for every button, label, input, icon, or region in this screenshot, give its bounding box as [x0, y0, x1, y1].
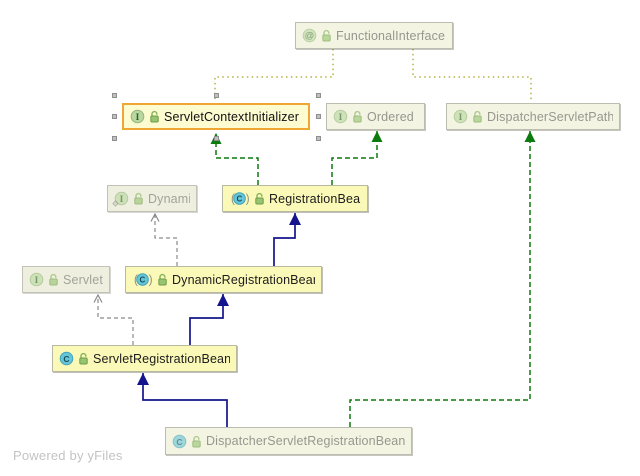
class-name-label: FunctionalInterface: [336, 28, 446, 43]
selection-handle[interactable]: [213, 92, 219, 98]
class-node-servlet-context-initializer[interactable]: I ServletContextInitializer: [122, 103, 310, 130]
public-lock-icon: [352, 110, 363, 123]
class-icon: C: [172, 434, 187, 449]
annotation-edge-functional-interface--dispatcher-servlet-path[interactable]: [412, 49, 532, 101]
svg-text:(: (: [231, 194, 235, 206]
selection-handle[interactable]: [111, 92, 117, 98]
class-node-ordered[interactable]: I Ordered: [326, 103, 425, 130]
svg-text:I: I: [120, 195, 124, 205]
svg-text:I: I: [339, 113, 343, 123]
svg-text:C: C: [140, 276, 146, 285]
public-lock-icon: [321, 29, 332, 42]
svg-text:C: C: [176, 436, 182, 446]
public-lock-icon: [149, 110, 160, 123]
svg-text:C: C: [63, 354, 69, 364]
yfiles-watermark: Powered by yFiles: [13, 448, 123, 463]
svg-text:C: C: [237, 195, 243, 204]
class-node-servlet[interactable]: I Servlet: [22, 266, 110, 293]
public-lock-icon: [157, 273, 168, 286]
class-name-label: DynamicRegistrationBean: [172, 272, 315, 287]
selection-handle[interactable]: [315, 135, 321, 141]
svg-text:I: I: [459, 113, 463, 123]
interface-icon: I: [453, 109, 468, 124]
public-lock-icon: [472, 110, 483, 123]
library-implements-edge-dynamic-registration-bean--dynamic[interactable]: [150, 212, 178, 266]
selection-handle[interactable]: [111, 114, 117, 119]
class-name-label: Dynamic: [148, 191, 190, 206]
svg-text:): ): [246, 194, 250, 206]
svg-text:): ): [149, 275, 153, 287]
extends-edge-dynamic-registration-bean--registration-bean[interactable]: [273, 213, 301, 266]
interface-icon: I: [333, 109, 348, 124]
class-node-functional-interface[interactable]: @ FunctionalInterface: [295, 22, 453, 49]
implements-edge-dispatcher-servlet-registration-bean--dispatcher-servlet-path[interactable]: [349, 131, 536, 427]
class-icon: C: [59, 351, 74, 366]
selection-handle[interactable]: [315, 114, 321, 119]
class-node-dynamic[interactable]: I Dynamic: [107, 185, 197, 212]
class-name-label: DispatcherServletPath: [487, 109, 613, 124]
extends-edge-servlet-registration-bean--dynamic-registration-bean[interactable]: [189, 294, 229, 345]
public-lock-icon: [48, 273, 59, 286]
selection-handle[interactable]: [315, 92, 321, 98]
interface-icon: I: [112, 191, 129, 207]
class-node-dispatcher-servlet-path[interactable]: I DispatcherServletPath: [446, 103, 620, 130]
selection-handle[interactable]: [111, 135, 117, 141]
class-name-label: DispatcherServletRegistrationBean: [206, 434, 405, 448]
class-name-label: RegistrationBean: [269, 191, 361, 206]
public-lock-icon: [254, 192, 265, 205]
class-node-servlet-registration-bean[interactable]: C ServletRegistrationBean: [52, 345, 237, 372]
public-lock-icon: [133, 192, 144, 205]
svg-text:(: (: [134, 275, 138, 287]
extends-edge-dispatcher-servlet-registration-bean--servlet-registration-bean[interactable]: [137, 373, 228, 427]
class-name-label: Ordered: [367, 109, 414, 124]
implements-edge-registration-bean--servlet-context-initializer[interactable]: [210, 133, 259, 185]
svg-text:@: @: [305, 31, 315, 42]
interface-icon: I: [130, 109, 145, 124]
class-node-dispatcher-servlet-registration-bean[interactable]: C DispatcherServletRegistrationBean: [165, 427, 412, 455]
svg-text:I: I: [35, 276, 39, 286]
class-name-label: Servlet: [63, 272, 103, 287]
class-node-dynamic-registration-bean[interactable]: (C) DynamicRegistrationBean: [125, 266, 322, 293]
public-lock-icon: [78, 352, 89, 365]
svg-text:I: I: [136, 113, 140, 123]
abstract-class-icon: (C): [229, 191, 250, 206]
annotation-edge-functional-interface--servlet-context-initializer[interactable]: [214, 49, 334, 100]
class-name-label: ServletRegistrationBean: [93, 351, 230, 366]
library-implements-edge-servlet-registration-bean--servlet[interactable]: [93, 293, 134, 345]
class-node-registration-bean[interactable]: (C) RegistrationBean: [222, 185, 368, 212]
class-name-label: ServletContextInitializer: [164, 109, 300, 124]
annotation-icon: @: [302, 28, 317, 43]
abstract-class-icon: (C): [132, 272, 153, 287]
interface-icon: I: [29, 272, 44, 287]
public-lock-icon: [191, 435, 202, 448]
implements-edge-registration-bean--ordered[interactable]: [331, 131, 383, 185]
selection-handle[interactable]: [213, 135, 219, 141]
